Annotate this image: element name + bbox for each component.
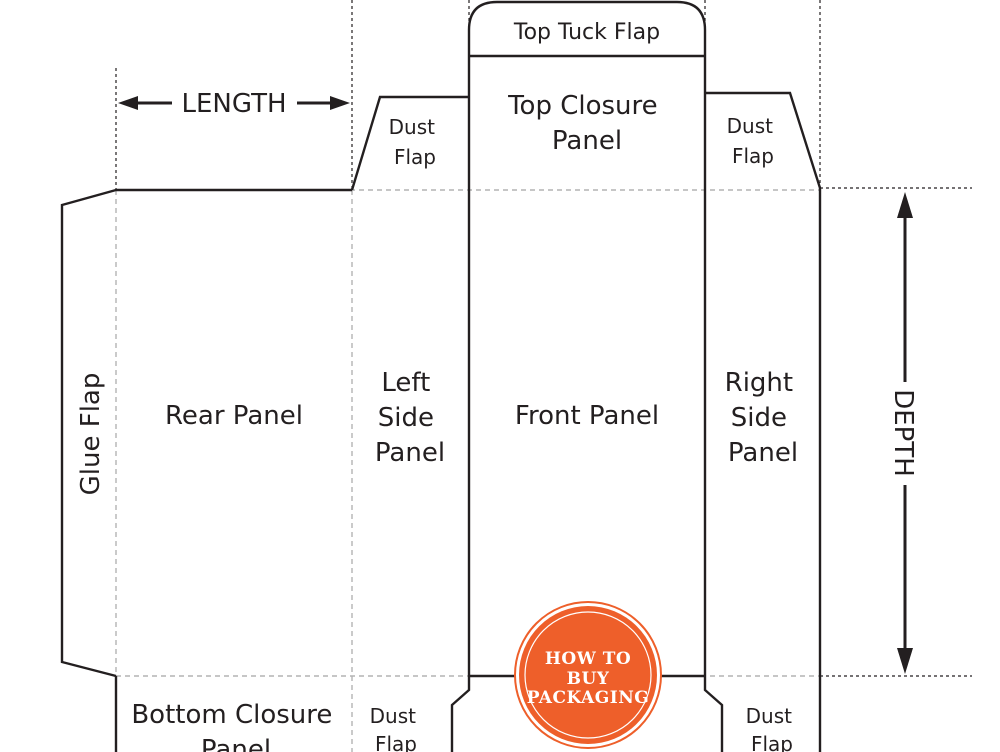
top-tuck-flap-label: Top Tuck Flap <box>513 20 660 45</box>
dust-flap-top-right-label: Dust Flap <box>727 114 780 168</box>
top-tuck-flap-outline <box>467 0 707 54</box>
logo-text-line-1: HOW TO <box>545 649 631 669</box>
length-dimension: LENGTH <box>118 89 350 119</box>
left-side-panel-label: Left Side Panel <box>375 368 445 468</box>
right-side-panel-label: Right Side Panel <box>725 368 802 468</box>
length-label: LENGTH <box>181 89 286 119</box>
logo-badge-disc <box>519 606 657 744</box>
dust-flap-bottom-right-label: Dust Flap <box>746 704 799 752</box>
top-closure-panel-label: Top Closure Panel <box>507 91 666 156</box>
glue-flap-label: Glue Flap <box>76 373 106 496</box>
dust-flap-top-right-outline <box>705 91 822 189</box>
dust-flap-top-left-outline <box>350 95 469 191</box>
glue-flap-outline <box>60 188 117 678</box>
depth-dimension: DEPTH <box>888 192 918 674</box>
how-to-buy-packaging-logo: HOW TO BUY PACKAGING <box>514 601 662 749</box>
logo-text-line-3: PACKAGING <box>527 688 650 708</box>
front-panel-label: Front Panel <box>515 401 659 431</box>
dust-flap-bottom-right-outline <box>703 676 724 752</box>
dust-flap-top-left-label: Dust Flap <box>389 115 442 169</box>
dust-flap-bottom-left-outline <box>450 676 471 752</box>
depth-label: DEPTH <box>888 389 918 477</box>
rear-panel-label: Rear Panel <box>165 401 303 431</box>
dust-flap-bottom-left-label: Dust Flap <box>370 704 423 752</box>
bottom-closure-panel-label: Bottom Closure Panel <box>131 700 340 752</box>
logo-text-line-2: BUY <box>567 669 610 689</box>
